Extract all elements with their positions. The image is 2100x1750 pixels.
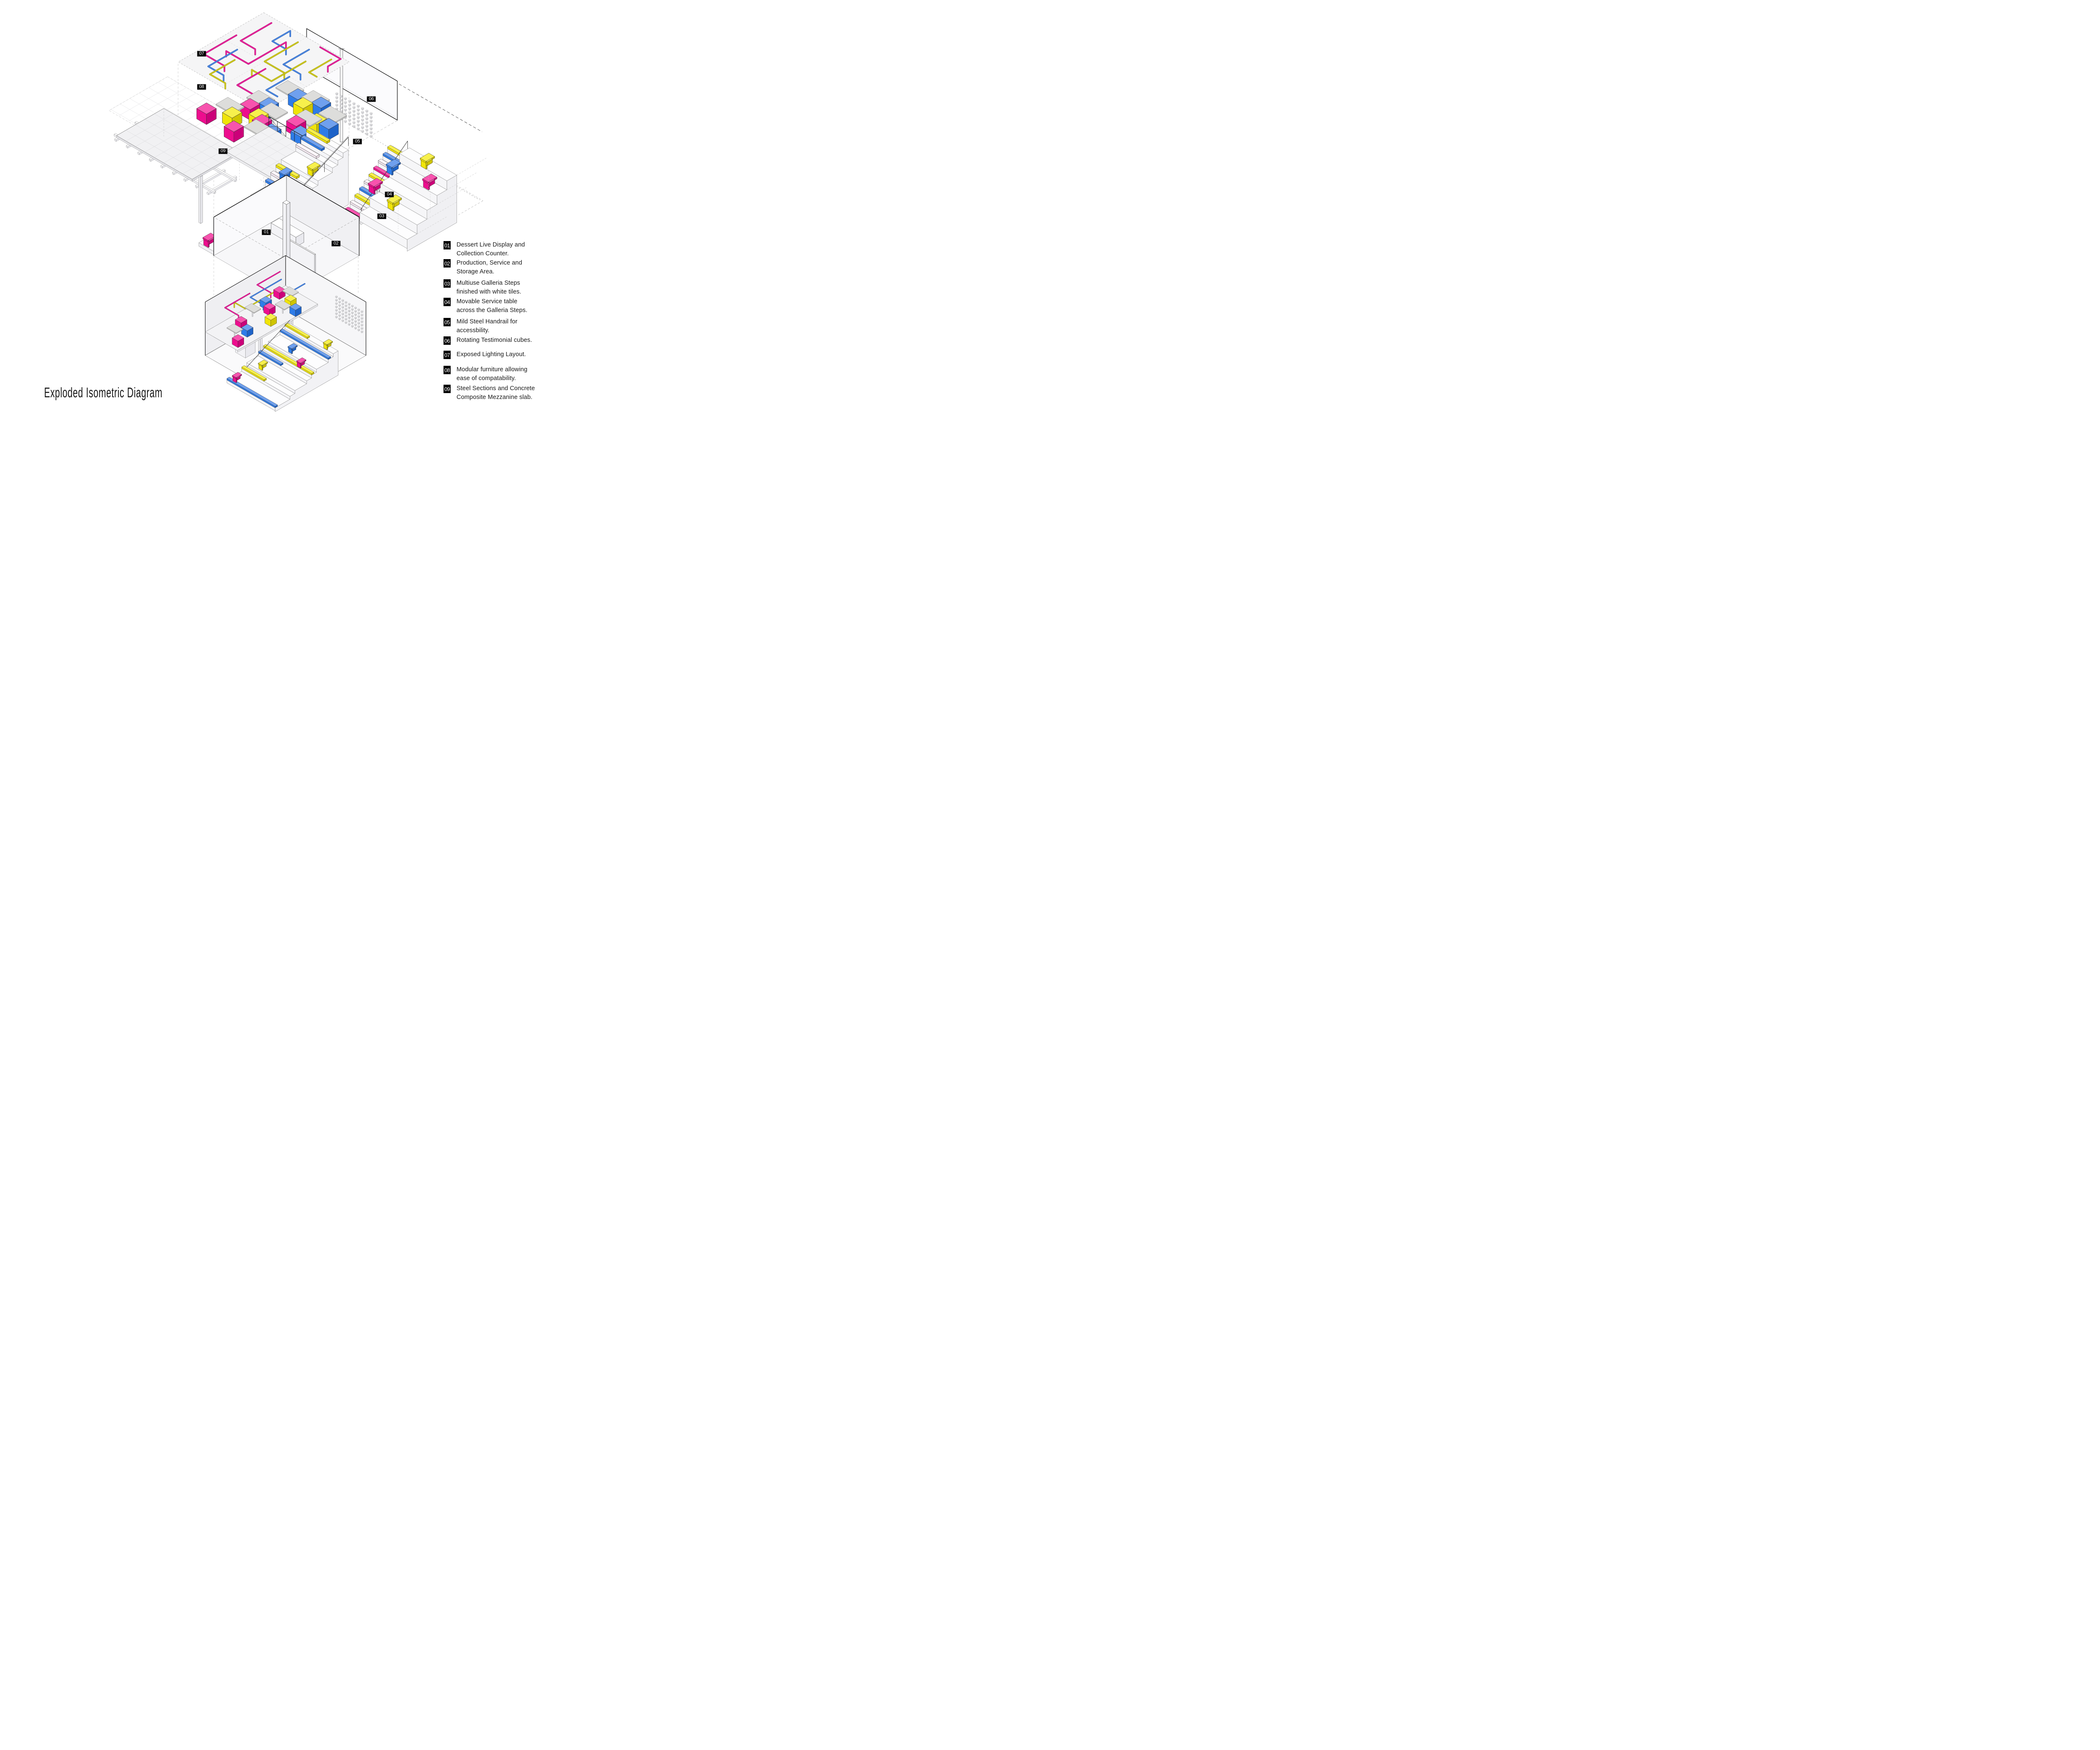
legend-number-08: 08 (444, 366, 451, 374)
exploded-isometric-diagram-page: 07 08 06 05 09 04 03 01 02 01 Dessert Li… (0, 0, 552, 438)
diagram-label-01: 01 (262, 229, 271, 235)
diagram-label-06-text: 06 (369, 96, 374, 102)
legend-text-04: Movable Service table across the Galleri… (457, 298, 528, 314)
diagram-label-02: 02 (331, 241, 341, 247)
legend-number-01: 01 (444, 241, 451, 249)
diagram-label-08-text: 08 (199, 84, 204, 89)
legend-item-08: 08 Modular furniture allowing ease of co… (444, 365, 543, 383)
diagram-label-01-text: 01 (264, 229, 269, 235)
legend-number-07: 07 (444, 351, 451, 359)
legend-text-03: Multiuse Galleria Steps finished with wh… (457, 280, 522, 295)
diagram-label-02-text: 02 (333, 241, 339, 246)
diagram-label-03: 03 (377, 213, 386, 219)
legend-item-05: 05 Mild Steel Handrail for accessbility. (444, 317, 543, 335)
legend-number-03: 03 (444, 279, 451, 288)
legend-text-02: Production, Service and Storage Area. (457, 260, 522, 275)
legend-text-05: Mild Steel Handrail for accessbility. (457, 318, 517, 334)
legend-text-06: Rotating Testimonial cubes. (457, 337, 532, 344)
diagram-label-09: 09 (218, 148, 228, 154)
legend-number-06: 06 (444, 336, 451, 345)
diagram-label-06: 06 (367, 96, 376, 102)
legend-item-07: 07 Exposed Lighting Layout. (444, 350, 543, 359)
legend-text-08: Modular furniture allowing ease of compa… (457, 366, 528, 382)
diagram-label-03-text: 03 (379, 213, 384, 219)
legend-item-09: 09 Steel Sections and Concrete Composite… (444, 384, 543, 402)
isometric-artwork (109, 12, 487, 412)
legend-text-01: Dessert Live Display and Collection Coun… (457, 241, 525, 257)
legend-item-03: 03 Multiuse Galleria Steps finished with… (444, 279, 543, 296)
legend-item-04: 04 Movable Service table across the Gall… (444, 297, 543, 315)
legend-number-04: 04 (444, 298, 451, 306)
diagram-label-08: 08 (197, 84, 206, 90)
diagram-label-07-text: 07 (199, 51, 204, 56)
legend-item-02: 02 Production, Service and Storage Area. (444, 259, 543, 276)
diagram-label-05: 05 (353, 139, 362, 144)
legend-number-09: 09 (444, 385, 451, 393)
diagram-label-04-text: 04 (387, 192, 392, 197)
legend-number-05: 05 (444, 318, 451, 326)
diagram-label-05-text: 05 (355, 139, 360, 144)
legend-item-06: 06 Rotating Testimonial cubes. (444, 336, 543, 345)
legend-item-01: 01 Dessert Live Display and Collection C… (444, 241, 543, 258)
legend-text-07: Exposed Lighting Layout. (457, 351, 526, 358)
page-title: Exploded Isometric Diagram (44, 385, 163, 400)
diagram-label-04: 04 (385, 192, 394, 197)
diagram-label-09-text: 09 (220, 148, 226, 154)
legend-text-09: Steel Sections and Concrete Composite Me… (457, 385, 535, 401)
diagram-label-07: 07 (197, 51, 206, 57)
legend-number-02: 02 (444, 259, 451, 268)
